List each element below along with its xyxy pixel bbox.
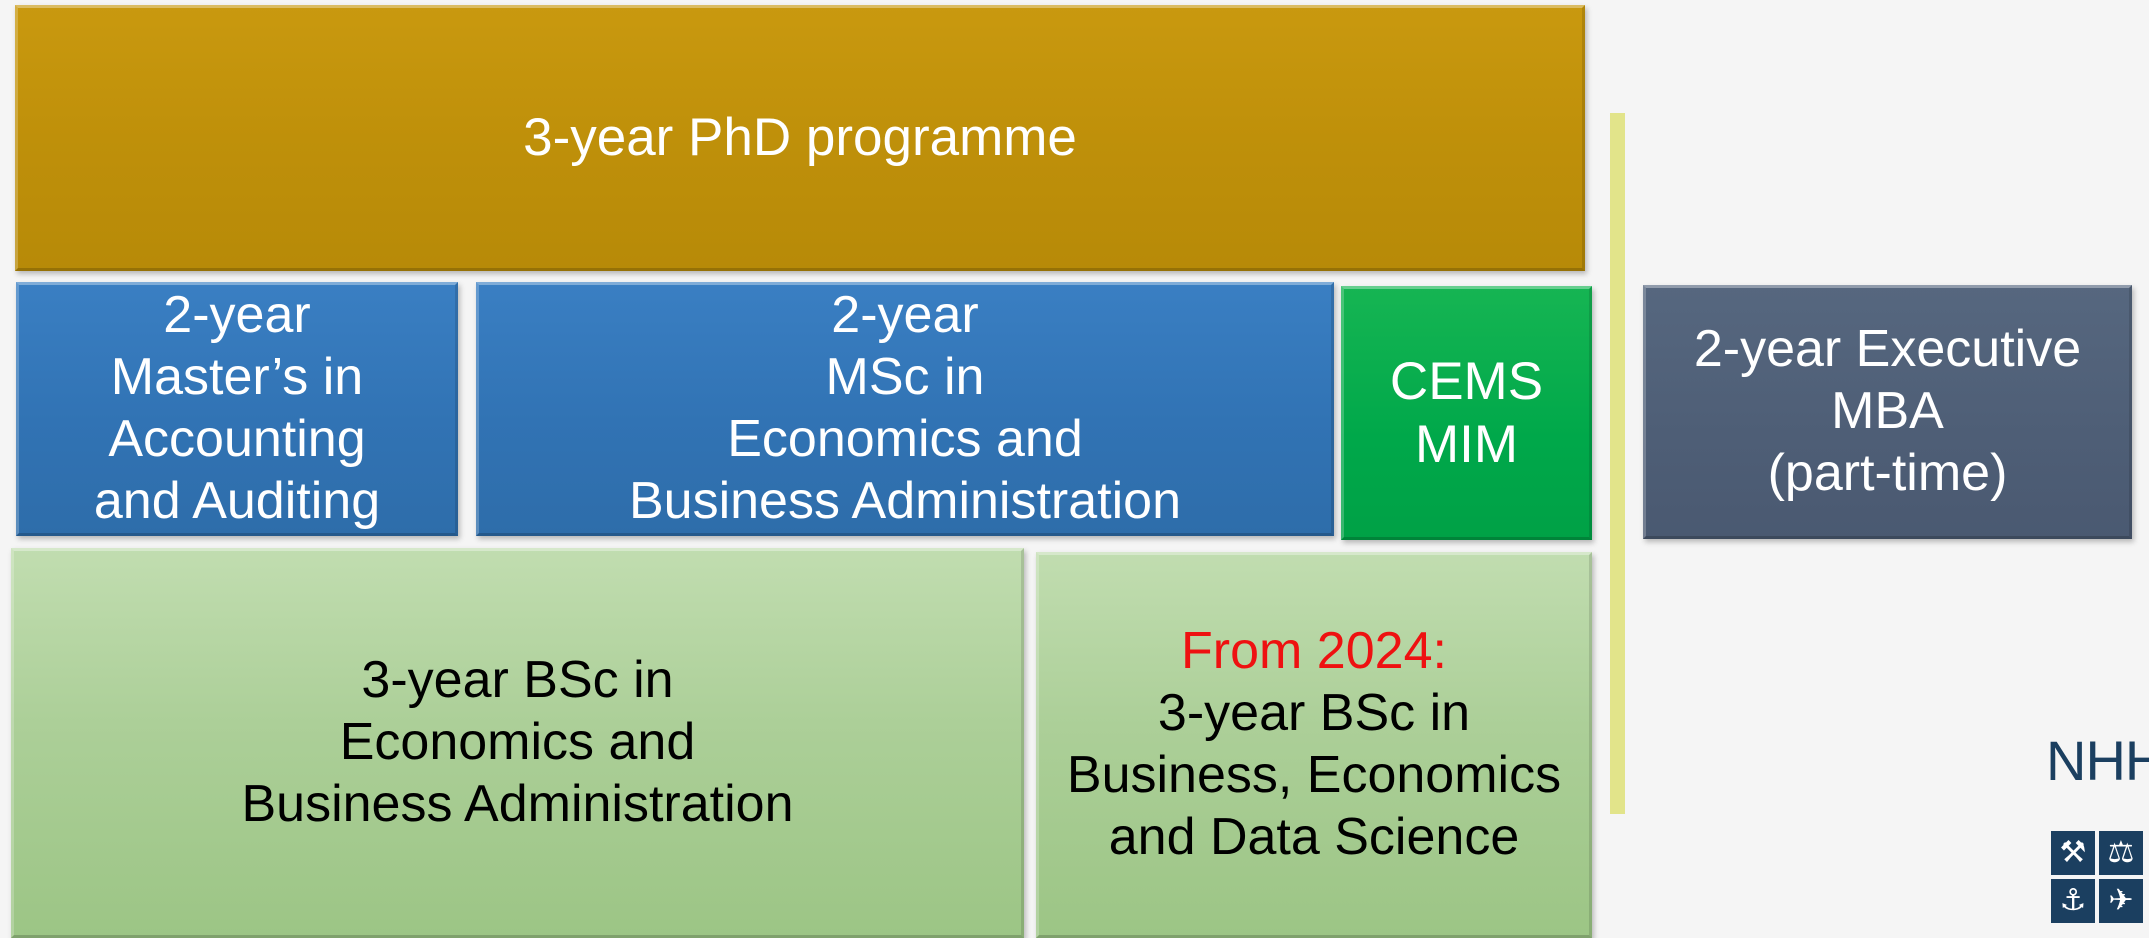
from-2024-label: From 2024: [1181,622,1447,681]
masters-accounting-line: 2-year [163,286,311,345]
bsc-economics-line: Economics and [339,713,696,772]
msc-economics-box: 2-year MSc in Economics and Business Adm… [476,282,1334,536]
divider-bar [1610,113,1625,814]
bsc-economics-line: 3-year BSc in [361,651,674,710]
phd-programme-box: 3-year PhD programme [15,5,1585,271]
cems-mim-line: CEMS [1389,351,1544,411]
hammer-pick-icon: ⚒ [2051,831,2095,875]
masters-accounting-line: Master’s in [110,348,364,407]
executive-mba-line: 2-year Executive [1693,320,2082,379]
bsc-data-science-line: 3-year BSc in [1157,684,1471,743]
msc-economics-line: Economics and [727,410,1083,468]
masters-accounting-box: 2-year Master’s in Accounting and Auditi… [16,282,458,536]
bsc-data-science-line: Business, Economics [1066,746,1562,804]
nhh-logo-text: NHH [2046,729,2149,792]
nhh-logo-emblem: ⚒ ⚖ ⚓ ✈ [2051,831,2143,923]
cems-mim-box: CEMS MIM [1341,286,1592,540]
bsc-data-science-box: From 2024: 3-year BSc in Business, Econo… [1036,552,1592,938]
msc-economics-line: Business Administration [628,471,1182,530]
masters-accounting-line: and Auditing [93,471,381,530]
cems-mim-line: MIM [1414,415,1519,474]
executive-mba-line: (part-time) [1767,443,2008,502]
msc-economics-line: 2-year [831,286,979,345]
msc-economics-line: MSc in [825,348,985,407]
ship-icon: ✈ [2099,879,2143,923]
anchor-icon: ⚓ [2051,879,2095,923]
scales-icon: ⚖ [2099,831,2143,875]
phd-programme-label: 3-year PhD programme [523,108,1077,168]
bsc-economics-box: 3-year BSc in Economics and Business Adm… [11,548,1024,938]
executive-mba-line: MBA [1831,382,1944,441]
masters-accounting-line: Accounting [108,410,366,468]
bsc-data-science-line: and Data Science [1108,807,1520,866]
bsc-economics-line: Business Administration [241,774,794,833]
executive-mba-box: 2-year Executive MBA (part-time) [1643,285,2132,539]
